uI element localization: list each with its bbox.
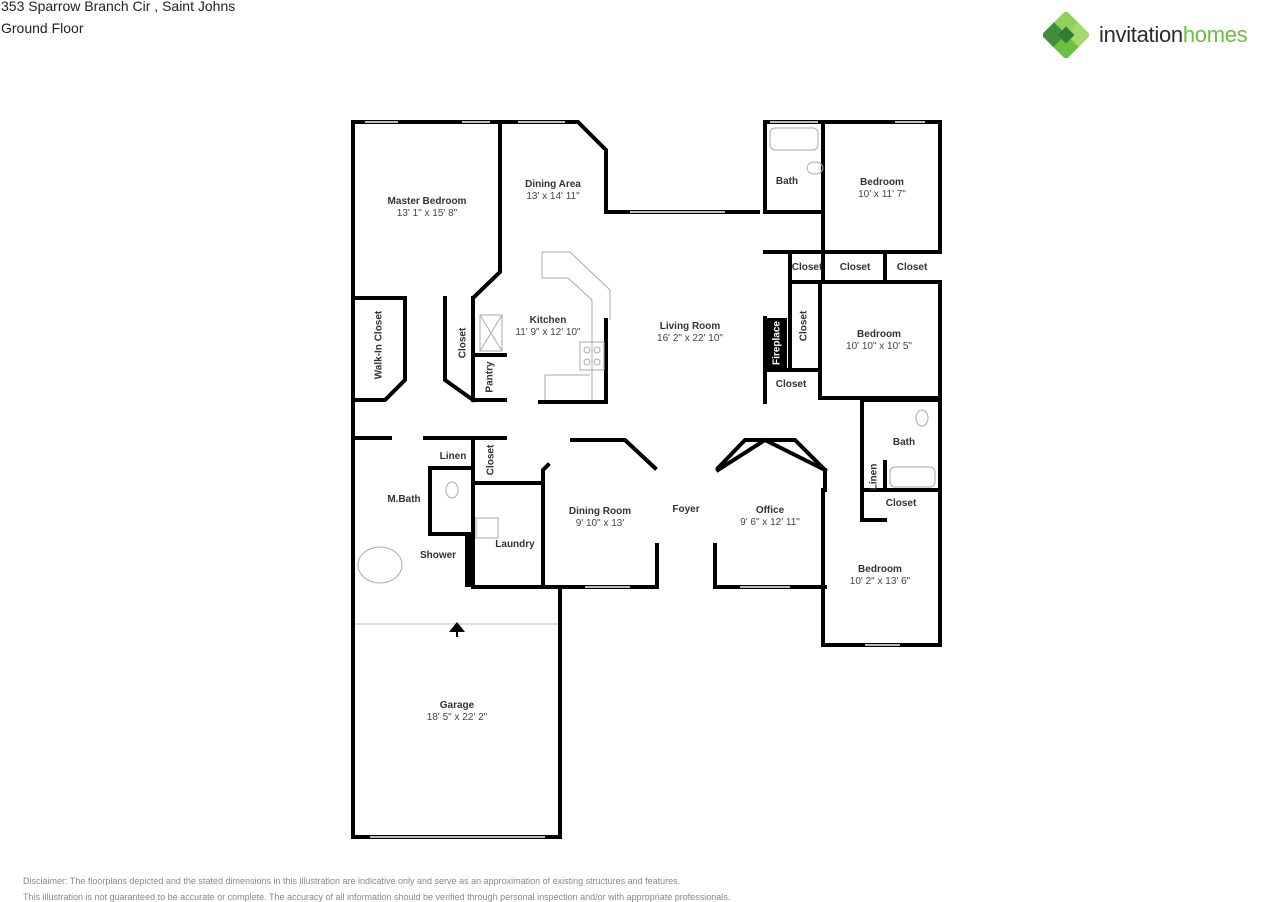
room-walk-in-closet: Walk-In Closet [373,310,385,380]
brand-logo: invitationhomes [1043,12,1248,58]
room-bath-2: Bath [892,437,916,448]
disclaimer-line-1: Disclaimer: The floorplans depicted and … [23,876,681,886]
brand-name: invitationhomes [1099,22,1248,47]
property-address: 353 Sparrow Branch Cir , Saint Johns [1,0,236,14]
room-laundry: Laundry [495,539,535,550]
room-closet-laundry: Closet [485,444,497,476]
room-pantry: Pantry [484,361,496,393]
room-foyer: Foyer [672,504,700,515]
fireplace: Fireplace [771,321,783,365]
room-closet-b: Closet [839,262,871,273]
room-closet-bed2: Closet [798,310,810,342]
floor-label: Ground Floor [1,20,84,36]
disclaimer-line-2: This illustration is not guaranteed to b… [23,892,731,902]
room-shower: Shower [419,550,457,561]
room-linen-1: Linen [439,451,467,462]
green-diamond-logo-icon [1043,12,1089,58]
room-linen-2: Linen [868,463,880,491]
room-closet-master: Closet [457,327,469,359]
room-m-bath: M.Bath [387,494,421,505]
room-closet-a: Closet [791,262,823,273]
room-closet-hall: Closet [775,379,807,390]
room-closet-bed3: Closet [885,498,917,509]
room-bath-1: Bath [775,176,799,187]
room-closet-c: Closet [896,262,928,273]
